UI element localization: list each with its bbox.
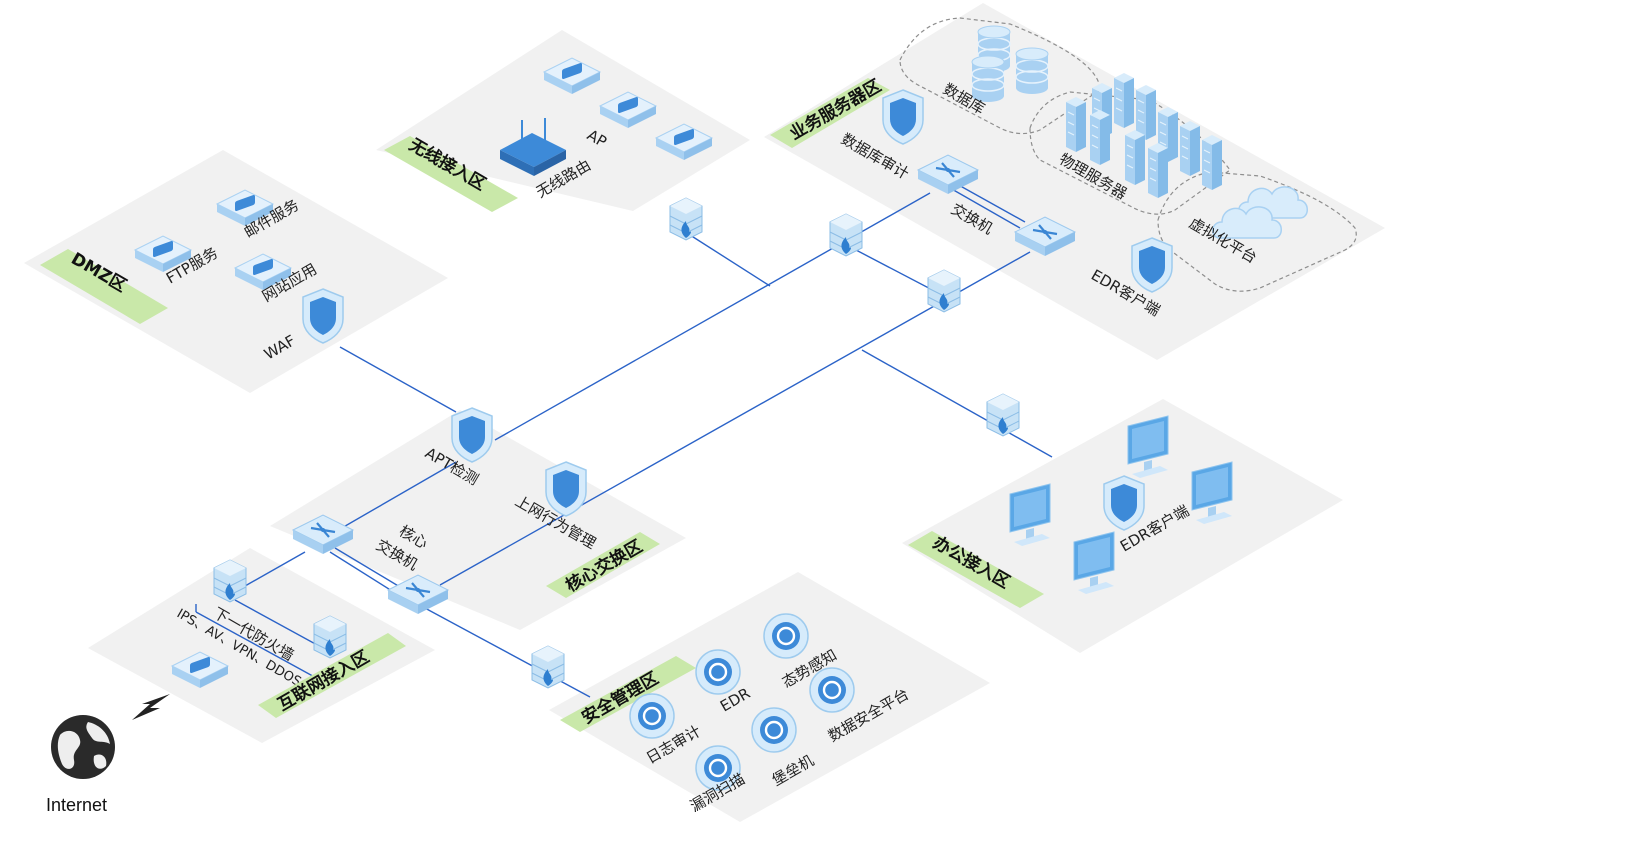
server-icon xyxy=(1135,84,1157,141)
database-icon xyxy=(1015,47,1049,95)
server-icon xyxy=(1113,72,1135,129)
server-icon xyxy=(1089,109,1111,166)
bastion-icon xyxy=(750,706,798,754)
zone-core-label-bg xyxy=(546,532,660,598)
edr-icon xyxy=(694,648,742,696)
zone-security-platform xyxy=(549,572,990,822)
server-icon xyxy=(1201,134,1223,191)
firewall-icon-office-link xyxy=(986,393,1020,437)
globe-icon xyxy=(51,715,115,779)
zone-business-platform xyxy=(764,3,1385,360)
router-icon xyxy=(500,118,566,176)
zone-wireless-platform xyxy=(376,30,750,211)
zone-business-label-bg xyxy=(770,78,890,148)
firewall-icon-internet xyxy=(213,559,247,603)
server-icon xyxy=(1147,142,1169,199)
firewall-icon-business xyxy=(927,269,961,313)
zone-dmz-label-bg xyxy=(40,249,168,324)
internet-label: Internet xyxy=(46,795,107,815)
situational-awareness-icon xyxy=(762,612,810,660)
zone-internet-access-platform xyxy=(88,548,435,743)
firewall-icon-wireless xyxy=(669,197,703,241)
zone-office-label-bg xyxy=(908,531,1044,608)
firewall-icon-internet xyxy=(313,615,347,659)
server-icon xyxy=(1065,96,1087,153)
lightning-icon xyxy=(132,694,170,720)
zone-wireless-label-bg xyxy=(384,136,518,212)
zone-security-label-bg xyxy=(560,656,696,732)
physical-server-cluster-outline xyxy=(1029,91,1231,215)
zone-internet-access-label-bg xyxy=(258,633,406,718)
server-icon xyxy=(1124,129,1146,186)
server-icon xyxy=(1179,120,1201,177)
firewall-icon-security xyxy=(531,645,565,689)
data-security-icon xyxy=(808,666,856,714)
log-audit-icon xyxy=(628,692,676,740)
firewall-icon-business xyxy=(829,213,863,257)
